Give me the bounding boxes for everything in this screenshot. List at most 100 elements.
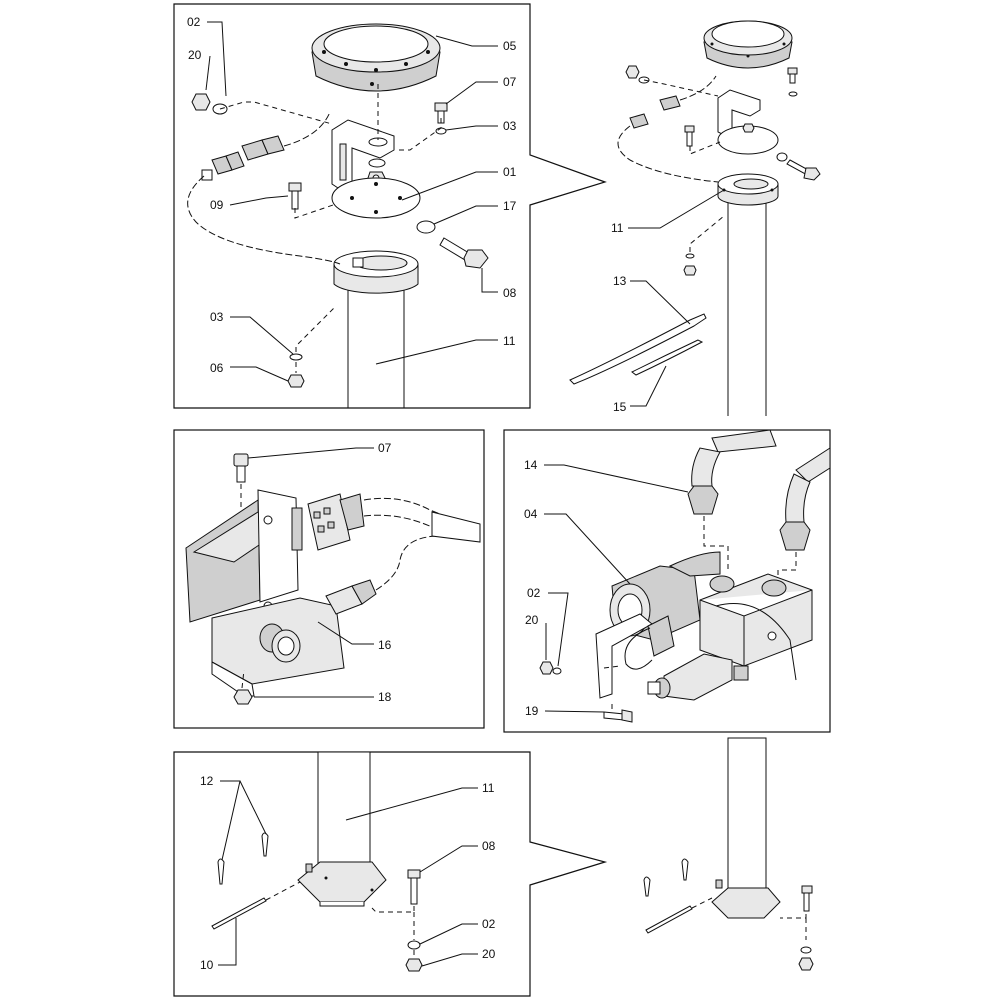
antenna-cable [187, 111, 341, 265]
svg-text:05: 05 [503, 39, 517, 53]
mast-tube-assembled [727, 196, 767, 416]
connectors-small [629, 95, 681, 129]
panel-frame [503, 429, 831, 733]
bracket-small [717, 89, 761, 135]
panel-frame [173, 751, 608, 997]
svg-text:16: 16 [378, 638, 392, 652]
callout-d-19: 19 [525, 704, 605, 718]
svg-text:01: 01 [503, 165, 517, 179]
bolt-08-base [407, 869, 421, 905]
callout-c-16: 16 [317, 621, 392, 652]
svg-text:13: 13 [613, 274, 627, 288]
cable-tie-15 [631, 339, 704, 376]
nut-20-small [625, 65, 640, 79]
bolt-09-small [684, 125, 695, 147]
callout-01: 01 [401, 165, 517, 201]
valve-bracket [595, 613, 675, 699]
hydraulic-pipe-2 [779, 447, 831, 551]
bracket-nut-fitting [259, 623, 301, 663]
callout-e-02: 02 [419, 917, 496, 945]
callout-03: 03 [445, 119, 517, 133]
bolt-08 [439, 237, 489, 269]
svg-text:20: 20 [525, 613, 539, 627]
bolt-09 [288, 182, 302, 210]
svg-text:11: 11 [503, 334, 516, 348]
callout-d-20: 20 [525, 613, 547, 660]
callout-03-lower: 03 [210, 310, 294, 355]
svg-text:02: 02 [482, 917, 496, 931]
mast-tube [347, 290, 405, 408]
mast-tube-base [317, 751, 371, 875]
washer-03-lower-small [685, 253, 695, 259]
cable-small [617, 75, 719, 183]
split-pin-right [261, 832, 269, 857]
panel-frame [173, 429, 485, 729]
bolt-07-module [233, 453, 249, 483]
washer-03-top [368, 158, 386, 168]
bolt-08-small [786, 159, 821, 181]
svg-text:12: 12 [200, 774, 214, 788]
callout-b-13: 13 [613, 274, 691, 325]
svg-text:20: 20 [188, 48, 202, 62]
solenoid [647, 653, 733, 701]
svg-text:09: 09 [210, 198, 224, 212]
sensor-wire [624, 603, 797, 681]
washer-03 [435, 127, 447, 135]
split-pin-left [217, 858, 225, 885]
svg-text:06: 06 [210, 361, 224, 375]
module-harness [363, 497, 481, 591]
bolt-07-small [787, 67, 798, 84]
control-module-housing [185, 489, 303, 623]
svg-text:08: 08 [503, 286, 517, 300]
callout-d-14: 14 [524, 458, 689, 493]
washer-03-lower [289, 353, 303, 361]
split-pin-small-2 [681, 858, 689, 881]
svg-text:08: 08 [482, 839, 496, 853]
hydraulic-pipe-14 [687, 429, 777, 515]
svg-text:10: 10 [200, 958, 214, 972]
washer-17 [416, 220, 436, 234]
svg-text:03: 03 [210, 310, 224, 324]
nut-06 [287, 374, 305, 388]
harness-sleeve [431, 511, 481, 543]
mast-collar-assembled [717, 173, 779, 206]
svg-text:18: 18 [378, 690, 392, 704]
callout-b-11: 11 [611, 189, 725, 235]
nut-18 [233, 689, 253, 705]
antenna-dome-small [703, 20, 793, 69]
callout-d-04: 04 [524, 507, 631, 585]
panel-assembled-base [643, 737, 814, 971]
valve-block [699, 573, 813, 681]
callout-11: 11 [375, 334, 516, 365]
svg-text:11: 11 [482, 781, 495, 795]
callout-06: 06 [210, 361, 289, 382]
base-flange [297, 861, 387, 907]
svg-text:14: 14 [524, 458, 538, 472]
bolt-small-base [801, 885, 813, 912]
callout-02: 02 [187, 15, 227, 97]
cable-connectors [201, 135, 285, 181]
callout-08: 08 [481, 268, 517, 300]
panel-mast-base: 12 11 08 02 20 10 [173, 751, 608, 997]
washer-17-small [776, 152, 788, 162]
washer-03-small [788, 91, 798, 97]
callout-c-18: 18 [254, 690, 392, 704]
panel-valve-block: 14 04 02 20 19 [503, 429, 831, 733]
module-connector-2 [325, 579, 377, 615]
svg-text:20: 20 [482, 947, 496, 961]
panel-assembled-antenna: 11 13 15 [569, 20, 821, 416]
svg-text:07: 07 [378, 441, 392, 455]
callout-e-12: 12 [200, 774, 267, 861]
svg-text:04: 04 [524, 507, 538, 521]
callout-d-02: 02 [527, 586, 569, 667]
svg-text:03: 03 [503, 119, 517, 133]
split-pin-small-1 [643, 876, 651, 897]
antenna-dome [311, 23, 441, 92]
callout-20: 20 [188, 48, 211, 91]
callout-07: 07 [445, 75, 517, 105]
nut-20 [191, 93, 211, 111]
cable-tie-13 [569, 313, 707, 385]
mounting-bracket [331, 119, 395, 189]
module-connector [307, 493, 365, 551]
